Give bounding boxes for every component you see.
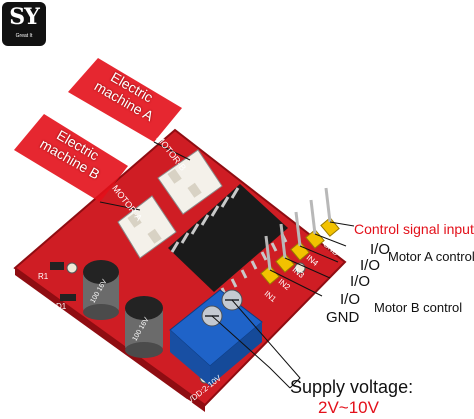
motor-a-connector bbox=[157, 149, 223, 215]
io-label: I/O bbox=[370, 241, 391, 258]
io-label: I/O bbox=[350, 273, 371, 290]
brand-mark: SY bbox=[9, 4, 40, 30]
motor-a-control-label: Motor A control bbox=[388, 249, 474, 264]
supply-voltage-label: Supply voltage: bbox=[290, 377, 414, 397]
silk-d1: D1 bbox=[56, 302, 67, 311]
silk-r1: R1 bbox=[38, 272, 49, 281]
leader-lines bbox=[99, 141, 355, 389]
resistor-r1 bbox=[50, 262, 64, 270]
pcb-edge bbox=[15, 268, 205, 412]
mounting-hole bbox=[66, 262, 78, 274]
driver-chip bbox=[168, 184, 288, 297]
machine-a-box bbox=[68, 58, 182, 142]
brand-logo: SY Great It bbox=[2, 2, 46, 46]
io-label: I/O bbox=[340, 291, 361, 308]
header-pins bbox=[260, 187, 340, 285]
machine-b-box bbox=[14, 114, 128, 202]
motor-b-control-label: Motor B control bbox=[374, 300, 463, 315]
control-signal-label: Control signal input bbox=[354, 221, 474, 237]
gnd-label: GND bbox=[326, 309, 360, 326]
diode-d1 bbox=[60, 294, 76, 301]
supply-range-label: 2V~10V bbox=[318, 398, 379, 417]
capacitor-1 bbox=[83, 260, 119, 320]
io-label: I/O bbox=[360, 257, 381, 274]
capacitor-2 bbox=[125, 296, 163, 358]
motor-b-connector bbox=[117, 195, 177, 259]
brand-subtitle: Great It bbox=[15, 33, 33, 39]
